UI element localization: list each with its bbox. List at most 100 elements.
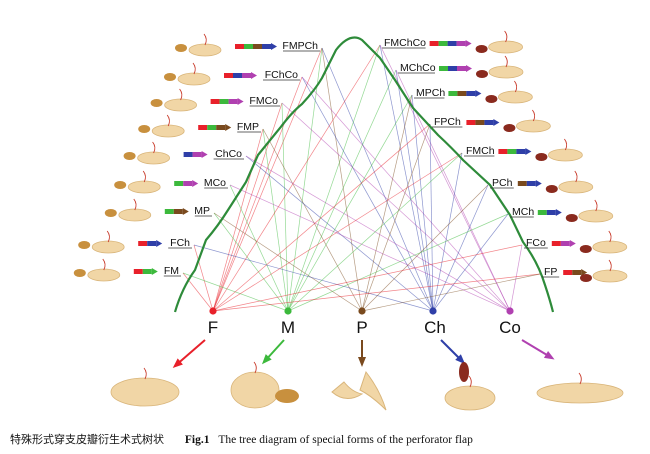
link-MPCh-M bbox=[287, 94, 413, 312]
flap-illustration-Ch bbox=[444, 362, 496, 411]
color-segment-M bbox=[142, 269, 152, 274]
muscle-tissue bbox=[475, 45, 488, 53]
bar-arrow-icon bbox=[535, 180, 542, 187]
skin-paddle bbox=[91, 240, 125, 254]
base-label-P: P bbox=[356, 318, 367, 337]
caption-figure-label: Fig.1 bbox=[184, 434, 210, 446]
skin-paddle bbox=[164, 98, 198, 112]
link-FMPCh-P bbox=[321, 47, 363, 312]
link-MCh-Ch bbox=[432, 213, 509, 312]
bar-arrow-icon bbox=[201, 151, 208, 158]
muscle-tissue bbox=[459, 362, 469, 382]
flap-illustration-M bbox=[230, 361, 299, 409]
skin-paddle bbox=[516, 119, 551, 133]
color-segment-Ch bbox=[526, 181, 536, 186]
color-segment-P bbox=[216, 125, 226, 130]
color-segment-F bbox=[210, 99, 220, 104]
node-MChCo: MChCo bbox=[398, 62, 472, 74]
node-label: FMPCh bbox=[282, 40, 318, 52]
fat-tissue bbox=[175, 44, 187, 52]
color-segment-Ch bbox=[516, 149, 526, 154]
color-segment-Ch bbox=[262, 44, 271, 49]
color-segment-P bbox=[475, 120, 485, 125]
color-segment-Ch bbox=[447, 41, 457, 46]
color-segment-P bbox=[517, 181, 527, 186]
node-label: MP bbox=[194, 205, 210, 217]
skin-paddle bbox=[331, 381, 364, 399]
fat-tissue bbox=[104, 209, 117, 217]
color-segment-M bbox=[207, 125, 217, 130]
muscle-tissue bbox=[535, 153, 548, 161]
color-segment-P bbox=[457, 91, 467, 96]
color-segment-Co bbox=[183, 181, 193, 186]
color-segment-Co bbox=[242, 73, 251, 78]
vessel-pedicle bbox=[594, 199, 598, 212]
tree-outline bbox=[173, 36, 555, 313]
arrow-head-icon bbox=[543, 350, 555, 360]
fat-tissue bbox=[123, 152, 136, 160]
bar-arrow-icon bbox=[225, 124, 232, 131]
link-FMCo-F bbox=[212, 102, 283, 312]
caption-chinese: 特殊形式穿支皮瓣衍生术式树状 bbox=[10, 433, 164, 446]
flap-illustration-FP bbox=[580, 259, 628, 283]
vessel-pedicle bbox=[166, 114, 170, 127]
link-FMPCh-M bbox=[287, 47, 323, 312]
vessel-pedicle bbox=[203, 33, 207, 46]
base-node-P bbox=[358, 307, 366, 315]
link-FMPCh-F bbox=[212, 47, 323, 312]
bar-arrow-icon bbox=[466, 65, 472, 72]
color-segment-F bbox=[498, 149, 508, 154]
color-segment-Ch bbox=[466, 91, 476, 96]
vessel-pedicle bbox=[608, 230, 612, 243]
bar-arrow-icon bbox=[555, 209, 562, 216]
link-MCo-Co bbox=[229, 184, 511, 312]
link-FCo-F bbox=[212, 244, 523, 312]
skin-paddle bbox=[151, 124, 185, 138]
skin-paddle bbox=[444, 385, 496, 411]
muscle-tissue bbox=[485, 95, 498, 103]
node-label: FMChCo bbox=[384, 37, 426, 49]
bar-arrow-icon bbox=[182, 208, 189, 215]
fat-tissue bbox=[164, 73, 176, 81]
flap-illustration-MCh bbox=[565, 199, 614, 223]
flap-illustration-ChCo bbox=[123, 141, 171, 165]
node-FMCo: FMCo bbox=[210, 95, 280, 107]
color-segment-M bbox=[507, 149, 517, 154]
flap-illustration-FMPCh bbox=[175, 33, 222, 57]
link-FMP-F bbox=[212, 128, 264, 312]
node-label: PCh bbox=[492, 177, 513, 189]
link-PCh-Ch bbox=[432, 184, 489, 312]
node-label: FMP bbox=[237, 121, 259, 133]
flap-illustration-FM bbox=[73, 258, 121, 282]
color-segment-M bbox=[537, 210, 547, 215]
skin-paddle bbox=[127, 180, 161, 194]
link-FMPCh-Ch bbox=[321, 47, 434, 312]
flap-illustration-F bbox=[110, 367, 180, 407]
vessel-pedicle bbox=[143, 367, 147, 380]
flap-illustration-FMP bbox=[138, 114, 185, 138]
flap-illustration-FCo bbox=[579, 230, 628, 254]
bar-arrow-icon bbox=[151, 268, 158, 275]
base-label-Co: Co bbox=[499, 318, 521, 337]
vessel-pedicle bbox=[102, 258, 106, 271]
arrow-head-icon bbox=[455, 354, 466, 365]
node-label: ChCo bbox=[215, 148, 242, 160]
node-FMCh: FMCh bbox=[464, 145, 532, 157]
color-segment-Ch bbox=[233, 73, 242, 78]
link-FCh-Ch bbox=[193, 244, 434, 312]
color-segment-F bbox=[133, 269, 143, 274]
node-label: FCo bbox=[526, 237, 546, 249]
skin-paddle bbox=[177, 72, 211, 86]
fat-tissue bbox=[114, 181, 127, 189]
muscle-tissue bbox=[503, 124, 516, 132]
link-FMCo-Co bbox=[281, 102, 511, 312]
color-segment-Ch bbox=[484, 120, 494, 125]
fat-tissue bbox=[275, 389, 299, 403]
node-MP: MP bbox=[164, 205, 212, 217]
color-segment-P bbox=[253, 44, 262, 49]
flap-illustration-FChCo bbox=[164, 62, 211, 86]
node-PCh: PCh bbox=[490, 177, 542, 189]
skin-paddle bbox=[592, 240, 628, 254]
caption-english: The tree diagram of special forms of the… bbox=[218, 434, 473, 446]
